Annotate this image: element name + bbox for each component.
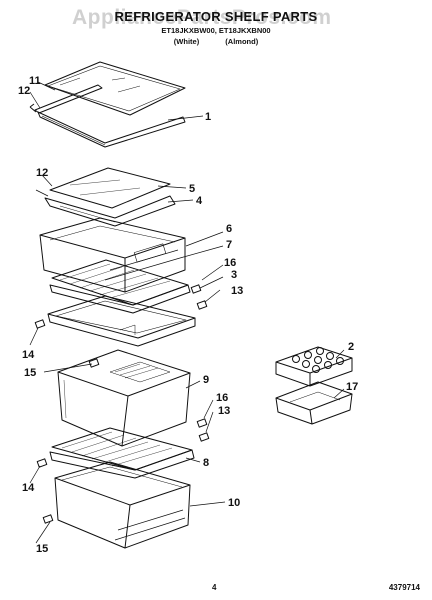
callout-labels: 1 2 3 4 5 6 7 8 9 10 11 12 12 13 13 14 1… [18, 75, 358, 555]
glass-shelf-second [44, 167, 176, 227]
callout-11: 11 [29, 75, 41, 87]
crisper-pan-lower [57, 349, 191, 447]
callout-15b: 15 [36, 543, 48, 555]
callout-8: 8 [203, 457, 209, 469]
crisper-pan-upper [39, 217, 186, 293]
color-variants: (White) (Almond) [0, 37, 432, 46]
crisper-cover-upper [49, 259, 191, 314]
callout-12a: 12 [18, 85, 30, 97]
callout-6: 6 [226, 223, 232, 235]
callout-7: 7 [226, 239, 232, 251]
callout-1: 1 [205, 111, 211, 123]
variant-white: (White) [173, 37, 200, 46]
shelf-trim-11-12 [29, 84, 103, 114]
glass-shelf-top [37, 61, 186, 148]
callout-3: 3 [231, 269, 237, 281]
small-clips [34, 284, 210, 524]
callout-14b: 14 [22, 482, 35, 494]
callout-13b: 13 [218, 405, 230, 417]
callout-5: 5 [189, 183, 195, 195]
watermark: AppliancePartsPros.com [72, 6, 332, 29]
callout-9: 9 [203, 374, 209, 386]
callout-12b: 12 [36, 167, 48, 179]
egg-holder [275, 381, 353, 425]
callout-13a: 13 [231, 285, 243, 297]
callout-14a: 14 [22, 349, 35, 361]
callout-15a: 15 [24, 367, 36, 379]
callout-10: 10 [228, 497, 240, 509]
callout-17: 17 [346, 381, 358, 393]
leader-lines [29, 81, 345, 544]
page-title: REFRIGERATOR SHELF PARTS [114, 9, 318, 24]
variant-almond: (Almond) [225, 37, 259, 46]
callout-2: 2 [348, 341, 354, 353]
egg-tray [275, 346, 353, 387]
callout-16b: 16 [216, 392, 228, 404]
page-number: 4 [212, 583, 217, 592]
callout-16a: 16 [224, 257, 236, 269]
drawer-frame [47, 295, 196, 347]
callout-4: 4 [196, 195, 203, 207]
model-numbers: ET18JKXBW00, ET18JKXBN00 [161, 26, 271, 35]
lower-drawer-10 [54, 461, 191, 549]
document-number: 4379714 [388, 583, 420, 592]
